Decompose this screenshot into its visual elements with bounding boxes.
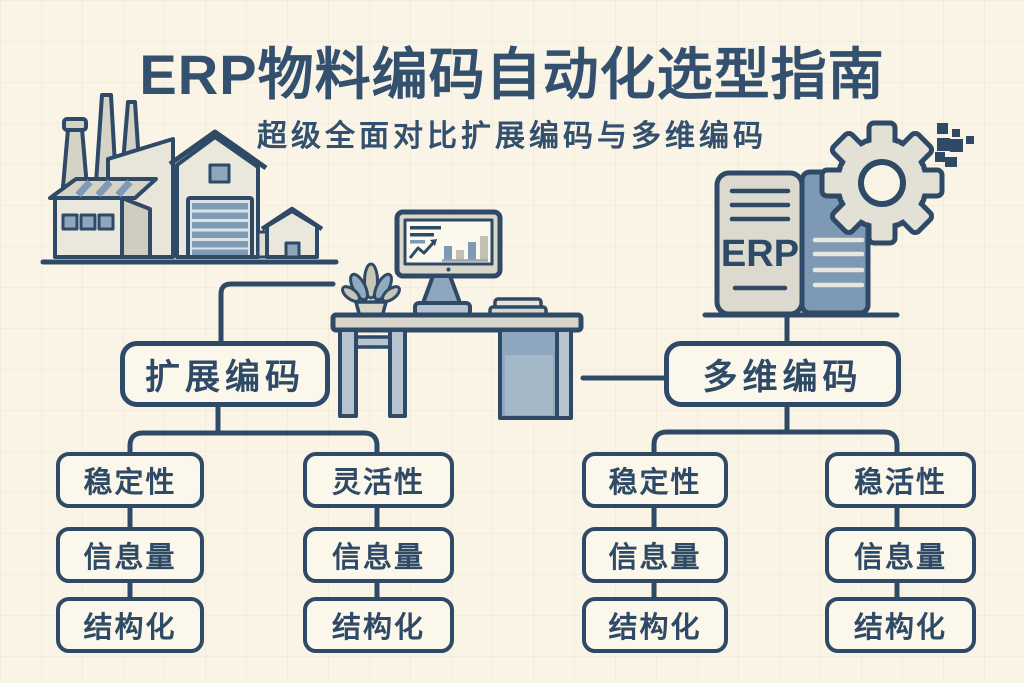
criteria-box: 信息量 — [825, 527, 976, 583]
branch-box-extended-coding: 扩展编码 — [120, 341, 330, 407]
criteria-box: 灵活性 — [303, 452, 454, 508]
server-label: ERP — [721, 233, 799, 275]
page-subtitle: 超级全面对比扩展编码与多维编码 — [257, 120, 767, 153]
gear-icon — [819, 120, 945, 246]
criteria-box: 结构化 — [303, 597, 454, 653]
criteria-box: 信息量 — [582, 527, 728, 583]
criteria-box: 稳定性 — [582, 452, 728, 508]
criteria-box: 稳活性 — [825, 452, 976, 508]
criteria-box: 稳定性 — [56, 452, 204, 508]
criteria-box: 结构化 — [825, 597, 976, 653]
criteria-box: 信息量 — [303, 527, 454, 583]
criteria-box: 信息量 — [56, 527, 204, 583]
monitor-icon — [394, 209, 503, 317]
criteria-box: 结构化 — [582, 597, 728, 653]
branch-box-multidim-coding: 多维编码 — [664, 341, 901, 407]
erp-server-icon: ERP — [714, 120, 974, 317]
factory-icon — [40, 93, 339, 265]
pixel-dots-icon — [935, 123, 974, 167]
workstation-icon — [330, 209, 584, 420]
plant-icon — [341, 262, 401, 319]
page-title: ERP物料编码自动化选型指南 — [139, 43, 885, 106]
criteria-box: 结构化 — [56, 597, 204, 653]
